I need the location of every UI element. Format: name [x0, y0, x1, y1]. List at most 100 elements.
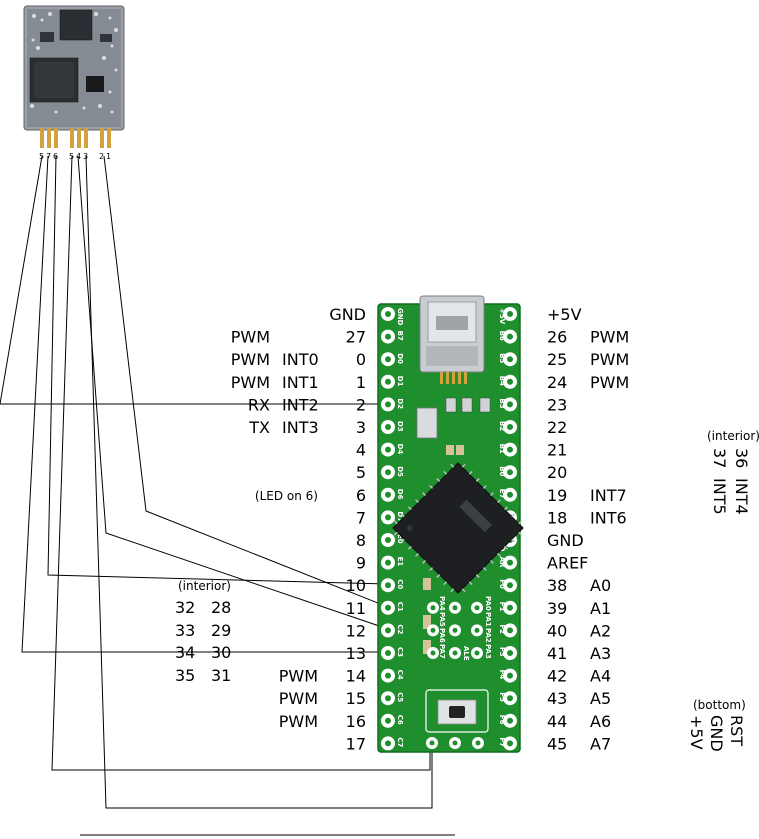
ale-silk-label: ALE — [462, 646, 470, 661]
silk-label: C3 — [396, 647, 404, 657]
interior-pin-number: 33 — [175, 621, 195, 640]
silk-label: B1 — [498, 444, 506, 454]
header-hole — [385, 672, 391, 679]
pin-number: 25 — [547, 350, 567, 369]
interior-pin-function: INT5 — [710, 478, 729, 515]
pin-number: 4 — [356, 441, 366, 460]
interior-pin-number: 31 — [211, 666, 231, 685]
silk-label: D5 — [396, 466, 404, 477]
interior-hole — [430, 627, 436, 633]
pin-number: 44 — [547, 712, 567, 731]
silk-label: D6 — [396, 489, 404, 500]
header-hole — [385, 740, 391, 747]
module-pin-number: 1 — [106, 152, 111, 161]
silk-label: GND — [396, 308, 404, 326]
header-hole — [507, 401, 513, 408]
header-hole — [507, 582, 513, 589]
interior-silk-label: PA5 — [438, 612, 446, 627]
header-hole — [385, 537, 391, 543]
header-hole — [385, 582, 391, 589]
left-silkscreen: GNDB7D0D1D2D3D4D5D6D7E0E1C0C1C2C3C4C5C6C… — [396, 308, 404, 748]
pin-number: 19 — [547, 486, 567, 505]
silk-label: B3 — [498, 398, 506, 408]
wires — [0, 155, 433, 809]
crystal — [416, 407, 438, 439]
silk-label: B5 — [498, 353, 506, 363]
header-hole — [385, 356, 391, 363]
header-hole — [507, 672, 513, 679]
bottom-right-block: (bottom) RST GND +5V — [687, 698, 746, 752]
pin-function: PWM — [590, 350, 629, 369]
interior-silk-label: PA7 — [438, 644, 446, 659]
silk-label: F0 — [498, 579, 506, 589]
pin-function: A1 — [590, 599, 611, 618]
interior-hole — [474, 627, 480, 633]
pin-number: 41 — [547, 644, 567, 663]
header-hole — [385, 514, 391, 521]
pin-number: 38 — [547, 576, 567, 595]
header-hole — [507, 559, 513, 566]
interior-pin-number: 37 — [710, 448, 729, 468]
header-hole — [507, 650, 513, 656]
interior-pin-number: 32 — [175, 598, 195, 617]
pin-function-secondary: INT0 — [282, 350, 319, 369]
silk-label: D4 — [396, 444, 404, 455]
header-hole — [385, 469, 391, 476]
pin-number: +5V — [547, 305, 582, 324]
pin-function: PWM — [279, 689, 318, 708]
interior-right-title: (interior) — [707, 429, 759, 443]
silk-label: B2 — [498, 421, 506, 431]
module-pin-number: 4 — [76, 152, 81, 161]
pin-number: 40 — [547, 621, 567, 640]
header-hole — [385, 424, 391, 430]
silk-label: D3 — [396, 421, 404, 432]
silk-label: C2 — [396, 624, 404, 634]
interior-pads — [427, 601, 483, 659]
header-hole — [507, 356, 513, 363]
header-hole — [507, 604, 513, 611]
header-hole — [507, 740, 513, 747]
pin-number: GND — [547, 531, 584, 550]
header-hole — [507, 424, 513, 430]
interior-hole — [452, 605, 458, 611]
bottom-title: (bottom) — [693, 698, 746, 712]
interior-right-block: (interior) 36 INT4 37 INT5 — [707, 429, 759, 515]
pin-number: 3 — [356, 418, 366, 437]
pin-number: 27 — [346, 328, 366, 347]
sensor-module — [23, 5, 125, 131]
interior-hole — [474, 650, 480, 656]
atmega-chip — [392, 462, 524, 594]
pin-function: A6 — [590, 712, 611, 731]
pin-number: GND — [329, 305, 366, 324]
header-hole — [385, 333, 391, 340]
wire — [77, 155, 389, 630]
bottom-hole — [429, 740, 435, 746]
bottom-pads — [426, 737, 484, 749]
interior-silk-label: PA0 — [484, 596, 492, 611]
interior-silk-label: PA6 — [438, 628, 446, 643]
silk-label: F4 — [498, 670, 506, 680]
reset-button — [425, 689, 489, 733]
pin-number: 20 — [547, 463, 567, 482]
interior-hole — [452, 627, 458, 633]
silk-label: C0 — [396, 579, 404, 589]
header-hole — [507, 311, 513, 317]
silk-label: D1 — [396, 376, 404, 387]
wire — [21, 155, 388, 653]
silk-label: B4 — [498, 376, 506, 386]
pin-number: AREF — [547, 554, 588, 573]
interior-pin-number: 36 — [732, 448, 751, 468]
silk-label: F6 — [498, 715, 506, 725]
pin-function: A5 — [590, 689, 611, 708]
interior-hole — [452, 650, 458, 656]
interior-pin-number: 34 — [175, 643, 195, 662]
header-hole — [385, 627, 391, 634]
bottom-hole — [452, 740, 458, 746]
pin-function-secondary: INT2 — [282, 395, 319, 414]
header-hole — [507, 446, 513, 453]
pin-number: 11 — [346, 599, 366, 618]
pin-function: PWM — [231, 373, 270, 392]
